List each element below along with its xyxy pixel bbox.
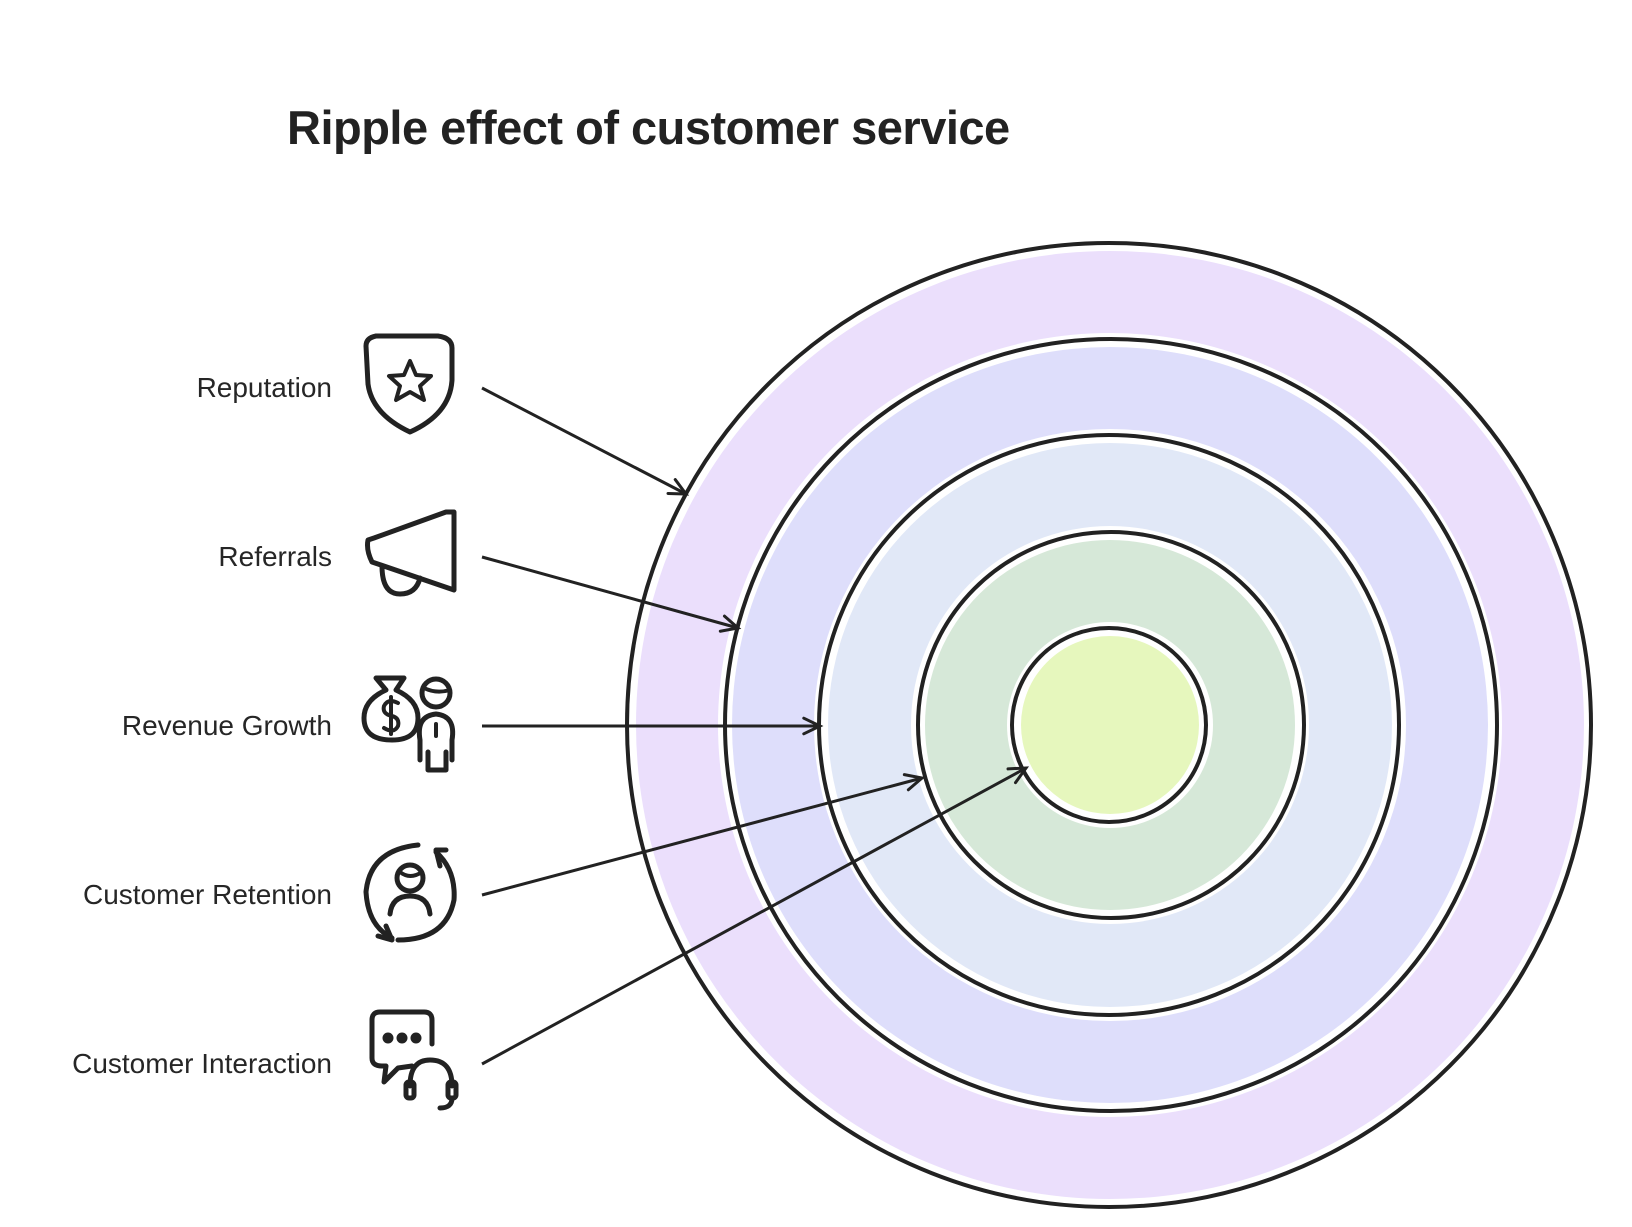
megaphone-icon bbox=[365, 509, 457, 597]
arrow-line bbox=[481, 555, 739, 630]
label-customer-retention: Customer Retention bbox=[82, 879, 332, 910]
arrow-head-icon bbox=[666, 478, 690, 496]
shield-star-icon bbox=[363, 333, 455, 435]
arrow-head-icon bbox=[1006, 766, 1030, 785]
ring-outline-customer-retention bbox=[916, 530, 1306, 920]
arrow-head-icon bbox=[902, 773, 926, 792]
arrow-line bbox=[481, 386, 687, 496]
diagram-title: Ripple effect of customer service bbox=[287, 101, 1010, 154]
user-cycle-icon bbox=[363, 842, 457, 943]
connector-arrows bbox=[481, 386, 1030, 1066]
label-customer-interaction: Customer Interaction bbox=[72, 1048, 332, 1079]
arrow-head-icon bbox=[718, 614, 742, 633]
arrow-line bbox=[481, 776, 923, 897]
label-referrals: Referrals bbox=[218, 541, 332, 572]
label-reputation: Reputation bbox=[196, 372, 332, 403]
money-bag-person-icon bbox=[361, 675, 456, 773]
chat-headset-icon bbox=[369, 1009, 459, 1111]
arrow-line bbox=[481, 766, 1027, 1066]
ring-outline-customer-interaction bbox=[1010, 626, 1208, 824]
arrow-head-icon bbox=[802, 716, 824, 736]
label-revenue-growth: Revenue Growth bbox=[121, 710, 332, 741]
ring-fill-customer-interaction bbox=[1021, 636, 1199, 814]
ripple-rings bbox=[625, 241, 1593, 1209]
